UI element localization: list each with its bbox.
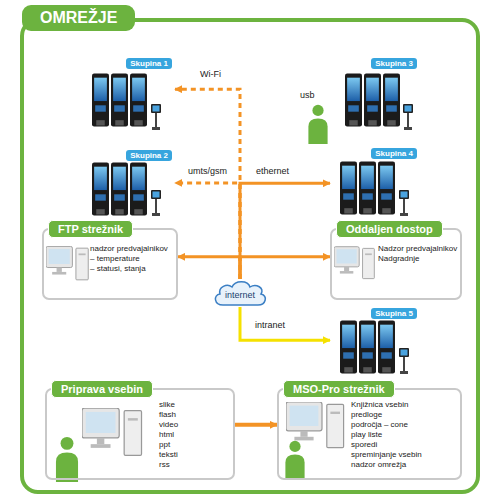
person <box>285 441 304 480</box>
network-link <box>240 307 330 340</box>
group-tab: Skupina 4 <box>371 148 417 159</box>
box-text: – temperature <box>90 254 168 264</box>
computer <box>46 246 88 279</box>
group-tab: Skupina 1 <box>126 58 172 69</box>
box-text: sporedi <box>351 440 422 450</box>
kiosk <box>340 161 357 214</box>
terminal <box>399 190 409 216</box>
server-box: Priprava vsebinslikeflashvideohtmlppttek… <box>45 388 235 480</box>
box-body: slikeflashvideohtmlppttekstirss <box>159 400 178 470</box>
box-text: nadzor predvajalnikov <box>90 244 168 254</box>
network-link <box>178 257 240 279</box>
kiosk <box>111 73 128 126</box>
player-group: Skupina 3 <box>325 58 420 136</box>
box-text: Knjižnica vsebin <box>351 400 422 410</box>
box-text: področja – cone <box>351 420 422 430</box>
player-group: Skupina 5 <box>330 308 420 378</box>
terminal <box>403 104 413 130</box>
player-group: Skupina 4 <box>330 148 420 220</box>
kiosk <box>359 320 376 373</box>
frame-border <box>22 20 478 492</box>
box-body: nadzor predvajalnikov– temperature– stat… <box>90 244 168 274</box>
box-body: Knjižnica vsebinpredlogepodročja – conep… <box>351 400 422 470</box>
computer <box>334 247 374 279</box>
box-heading: MSO-Pro strežnik <box>283 380 395 398</box>
network-link <box>240 257 330 279</box>
terminal <box>151 190 161 216</box>
box-heading: Oddaljen dostop <box>336 220 443 238</box>
box-text: html <box>159 430 178 440</box>
kiosk <box>340 320 357 373</box>
box-text: – statusi, stanja <box>90 264 168 274</box>
group-tab: Skupina 2 <box>126 150 172 161</box>
computer <box>82 408 142 455</box>
connection-label: Wi-Fi <box>200 69 221 80</box>
box-text: rss <box>159 460 178 470</box>
kiosk <box>378 161 395 214</box>
player-group: Skupina 2 <box>85 150 175 220</box>
terminal <box>151 104 161 130</box>
player-group: Skupina 1 <box>85 58 175 136</box>
person <box>56 437 78 482</box>
connection-label: umts/gsm <box>188 166 227 177</box>
network-link <box>240 183 330 279</box>
kiosk <box>92 162 109 215</box>
kiosk <box>345 73 362 126</box>
kiosk <box>383 73 400 126</box>
computer <box>286 402 344 448</box>
kiosk <box>111 162 128 215</box>
box-text: nadzor omrežja <box>351 460 422 470</box>
connection-label: ethernet <box>256 166 289 177</box>
network-link <box>235 423 277 427</box>
server-box: FTP strežniknadzor predvajalnikov– tempe… <box>42 228 178 300</box>
box-text: Nadgradnje <box>378 254 457 264</box>
wireless-link <box>175 183 240 279</box>
server-box: Oddaljen dostopNadzor predvajalnikovNadg… <box>330 228 462 300</box>
box-text: predloge <box>351 410 422 420</box>
box-text: slike <box>159 400 178 410</box>
box-heading: FTP strežnik <box>48 220 133 238</box>
diagram-title: OMREŽJE <box>22 5 135 31</box>
group-tab: Skupina 5 <box>371 308 417 319</box>
connection-label: intranet <box>255 320 285 331</box>
box-body: Nadzor predvajalnikovNadgradnje <box>378 244 457 264</box>
box-text: play liste <box>351 430 422 440</box>
port-label: usb <box>300 90 315 101</box>
person <box>308 105 327 144</box>
kiosk <box>364 73 381 126</box>
network-cloud: internet <box>211 279 269 307</box>
kiosk <box>130 73 147 126</box>
box-heading: Priprava vsebin <box>51 380 153 398</box>
box-text: teksti <box>159 450 178 460</box>
kiosk <box>359 161 376 214</box>
box-text: spreminjanje vsebin <box>351 450 422 460</box>
server-box: MSO-Pro strežnikKnjižnica vsebinpredloge… <box>277 388 462 480</box>
box-text: flash <box>159 410 178 420</box>
kiosk <box>130 162 147 215</box>
box-text: video <box>159 420 178 430</box>
wireless-link <box>175 89 240 279</box>
cloud-label: internet <box>211 279 269 307</box>
box-text: Nadzor predvajalnikov <box>378 244 457 254</box>
box-text: ppt <box>159 440 178 450</box>
group-tab: Skupina 3 <box>371 58 417 69</box>
terminal <box>399 348 409 374</box>
kiosk <box>378 320 395 373</box>
kiosk <box>92 73 109 126</box>
